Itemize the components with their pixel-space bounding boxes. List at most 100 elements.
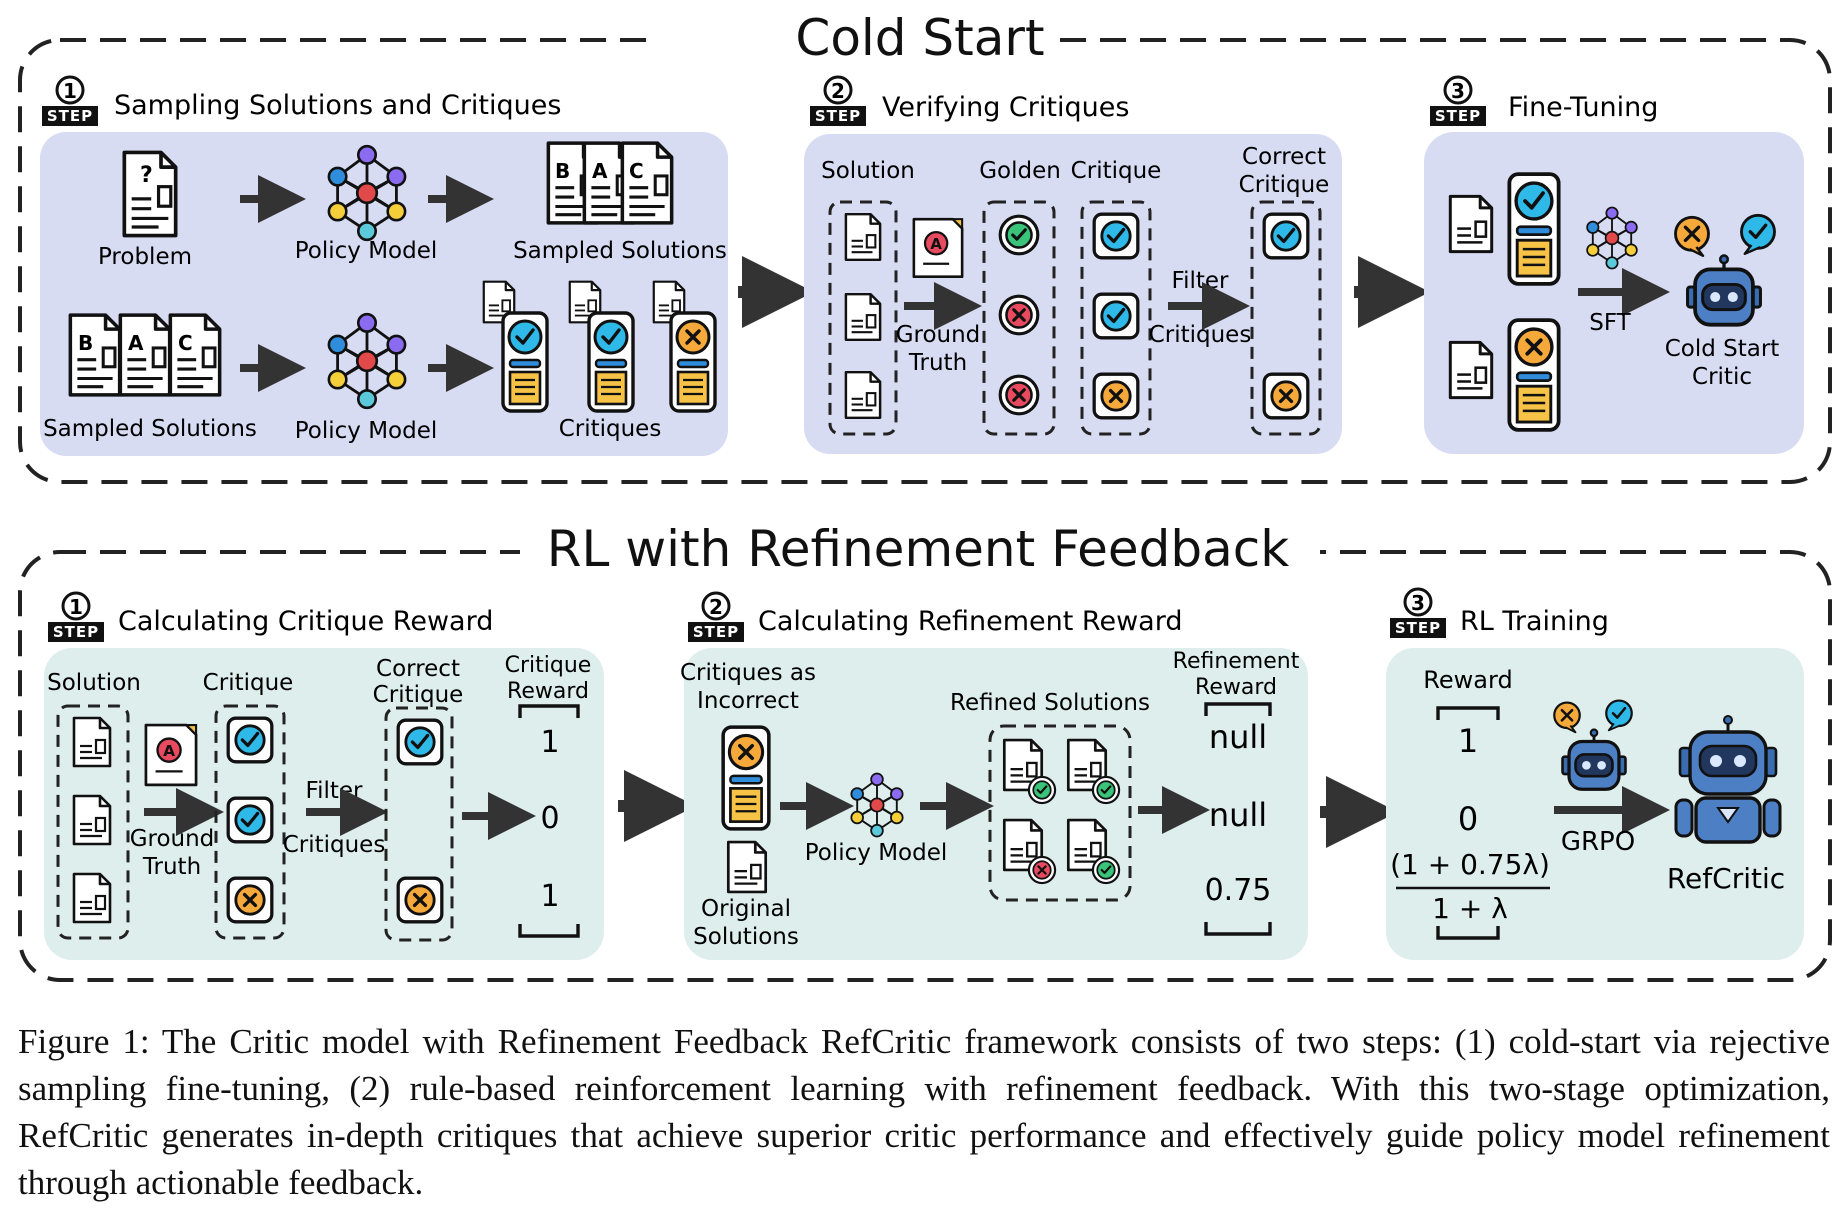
ground-truth-label: Truth bbox=[142, 854, 201, 880]
refinement-reward-value: null bbox=[1209, 718, 1267, 756]
reward-value: 0 bbox=[1458, 800, 1478, 838]
cold-step2-panel bbox=[804, 134, 1342, 454]
figure-caption: Figure 1: The Critic model with Refineme… bbox=[18, 1022, 1830, 1202]
critique-check-icon bbox=[1262, 212, 1310, 260]
framework-diagram: A STEP bbox=[18, 9, 1832, 982]
critique-cross-icon bbox=[1262, 372, 1310, 420]
critique-check-card-icon bbox=[1507, 172, 1561, 286]
critique-cross-icon bbox=[396, 876, 444, 924]
critique-cross-icon bbox=[226, 876, 274, 924]
original-solutions-label: Original bbox=[701, 896, 791, 922]
rl-title: RL with Refinement Feedback bbox=[547, 520, 1289, 578]
solution-doc-icon bbox=[1448, 340, 1494, 400]
filter-label: Critiques bbox=[1149, 322, 1252, 348]
solution-label: Solution bbox=[47, 670, 141, 696]
svg-text:A: A bbox=[128, 331, 144, 355]
golden-check-icon bbox=[998, 214, 1040, 256]
refcritic-label: RefCritic bbox=[1667, 862, 1785, 895]
critique-check-icon bbox=[1092, 212, 1140, 260]
cold-start-critic-label: Critic bbox=[1692, 364, 1752, 390]
solution-doc-icon bbox=[844, 212, 882, 262]
solution-doc-icon bbox=[72, 794, 112, 846]
reward-label: Reward bbox=[1423, 666, 1512, 694]
correct-critique-label: Critique bbox=[373, 682, 464, 708]
original-solutions-label: Solutions bbox=[693, 924, 799, 950]
critique-reward-value: 1 bbox=[540, 725, 559, 760]
step-number: 3 bbox=[1451, 79, 1465, 103]
critique-cross-icon bbox=[1092, 372, 1140, 420]
cold-start-section: Cold Start 1 Sampling Solutions and Crit… bbox=[18, 9, 1832, 484]
rl-step3-panel bbox=[1386, 648, 1804, 960]
critique-reward-value: 0 bbox=[540, 801, 559, 836]
critique-check-icon bbox=[226, 716, 274, 764]
svg-text:?: ? bbox=[140, 163, 153, 188]
ground-truth-label: Ground bbox=[896, 322, 981, 348]
critiques-as-incorrect-label: Critiques as bbox=[680, 660, 816, 686]
solution-doc-icon bbox=[844, 292, 882, 342]
critique-label: Critique bbox=[1071, 158, 1162, 184]
refinement-reward-label: Reward bbox=[1195, 675, 1277, 700]
critique-check-icon bbox=[1092, 292, 1140, 340]
step-number: 1 bbox=[69, 595, 83, 619]
solution-doc-icon bbox=[72, 716, 112, 768]
solution-doc-icon bbox=[72, 872, 112, 924]
correct-critique-label: Critique bbox=[1239, 172, 1330, 198]
rl-step2-panel bbox=[684, 648, 1308, 960]
step3-title: Fine-Tuning bbox=[1508, 92, 1658, 123]
critique-reward-label: Reward bbox=[507, 679, 589, 704]
svg-text:A: A bbox=[592, 159, 608, 183]
svg-text:C: C bbox=[178, 331, 193, 355]
filter-label: Critiques bbox=[283, 832, 386, 858]
critique-label: Critique bbox=[203, 670, 294, 696]
refinement-reward-value: null bbox=[1209, 796, 1267, 834]
filter-label: Filter bbox=[1172, 268, 1230, 294]
refinement-reward-label: Refinement bbox=[1173, 649, 1300, 674]
step-number: 3 bbox=[1411, 591, 1425, 615]
golden-label: Golden bbox=[979, 158, 1061, 184]
original-solution-doc-icon bbox=[726, 840, 768, 894]
policy-model-label: Policy Model bbox=[805, 840, 948, 866]
refcritic-robot-icon bbox=[1674, 715, 1782, 844]
critiques-as-incorrect-label: Incorrect bbox=[697, 688, 799, 714]
golden-cross-icon bbox=[998, 374, 1040, 416]
critique-check-icon bbox=[396, 718, 444, 766]
ground-truth-doc-icon bbox=[912, 217, 964, 279]
ground-truth-label: Ground bbox=[130, 826, 215, 852]
rl-step2-title: Calculating Refinement Reward bbox=[758, 606, 1182, 637]
problem-label: Problem bbox=[98, 244, 192, 270]
svg-text:B: B bbox=[555, 159, 570, 183]
critiques-label: Critiques bbox=[559, 416, 662, 442]
step-number: 2 bbox=[709, 595, 723, 619]
reward-fraction-denominator: 1 + λ bbox=[1432, 892, 1508, 925]
grpo-label: GRPO bbox=[1561, 827, 1635, 857]
refined-solutions-label: Refined Solutions bbox=[950, 690, 1150, 716]
sft-label: SFT bbox=[1589, 310, 1631, 336]
svg-text:C: C bbox=[629, 159, 644, 183]
filter-label: Filter bbox=[306, 778, 364, 804]
policy-model-top-label: Policy Model bbox=[295, 238, 438, 264]
sampled-solutions-top-icon: B A C bbox=[546, 141, 674, 225]
correct-critique-label: Correct bbox=[376, 656, 460, 682]
critique-reward-label: Critique bbox=[505, 653, 592, 678]
rl-section: RL with Refinement Feedback 1 Calculatin… bbox=[18, 516, 1832, 982]
step1-title: Sampling Solutions and Critiques bbox=[114, 90, 561, 121]
cold-start-title: Cold Start bbox=[795, 9, 1044, 67]
critique-cross-card-icon bbox=[1507, 318, 1561, 432]
sampled-solutions-bottom-icon: B A C bbox=[68, 313, 222, 397]
critique-check-icon bbox=[226, 796, 274, 844]
golden-cross-icon bbox=[998, 294, 1040, 336]
step2-title: Verifying Critiques bbox=[882, 92, 1129, 123]
ground-truth-label: Truth bbox=[908, 350, 967, 376]
ground-truth-doc-icon bbox=[144, 723, 198, 787]
refinement-reward-value: 0.75 bbox=[1205, 873, 1272, 908]
step-number: 2 bbox=[831, 79, 845, 103]
reward-value: 1 bbox=[1458, 722, 1478, 760]
cold-start-critic-label: Cold Start bbox=[1665, 336, 1780, 362]
correct-critique-label: Correct bbox=[1242, 144, 1326, 170]
solution-label: Solution bbox=[821, 158, 915, 184]
rl-step1-title: Calculating Critique Reward bbox=[118, 606, 493, 637]
solution-doc-icon bbox=[1448, 194, 1494, 254]
svg-text:B: B bbox=[78, 331, 93, 355]
step-number: 1 bbox=[63, 79, 77, 103]
reward-fraction-numerator: (1 + 0.75λ) bbox=[1390, 848, 1550, 881]
